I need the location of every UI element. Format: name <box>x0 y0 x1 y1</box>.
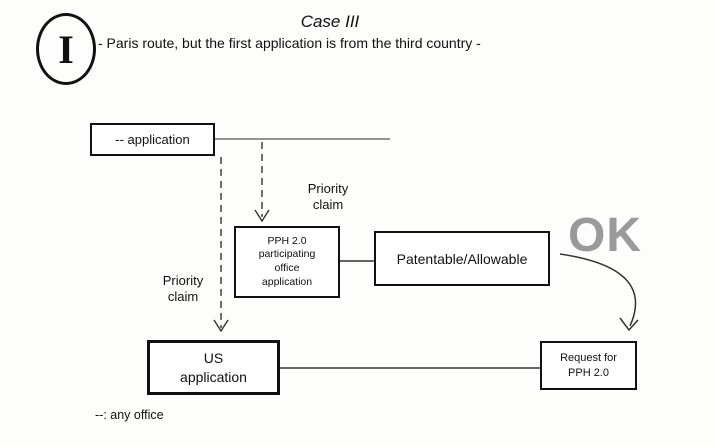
priority-arrow-upper-head <box>254 209 270 223</box>
node-patentable-label: Patentable/Allowable <box>396 250 528 267</box>
ok-status-text: OK <box>568 209 642 262</box>
priority-claim-label-lower: Priority claim <box>162 273 204 305</box>
node-patentable-allowable: Patentable/Allowable <box>374 231 550 286</box>
ok-curved-arrow <box>559 253 637 327</box>
node-request-for-pph: Request for PPH 2.0 <box>540 341 637 390</box>
priority-claim-label-upper: Priority claim <box>307 181 349 213</box>
node-request-label: Request for PPH 2.0 <box>560 351 617 379</box>
case-subtitle: - Paris route, but the first application… <box>98 35 481 51</box>
ok-curved-arrow-head <box>619 317 639 332</box>
roman-numeral-badge: I <box>36 13 96 85</box>
node-pph-participating-office-application: PPH 2.0 participating office application <box>234 226 340 298</box>
node-pph-label: PPH 2.0 participating office application <box>258 234 316 288</box>
node-any-office-application-label: -- application <box>115 132 190 147</box>
roman-numeral-text: I <box>58 26 74 72</box>
node-any-office-application: -- application <box>90 123 215 156</box>
node-us-application-label: US application <box>180 349 247 385</box>
footnote-any-office: --: any office <box>95 408 164 422</box>
node-us-application: US application <box>147 340 280 395</box>
priority-arrow-lower-head <box>213 319 229 333</box>
case-title: Case III <box>300 12 360 31</box>
